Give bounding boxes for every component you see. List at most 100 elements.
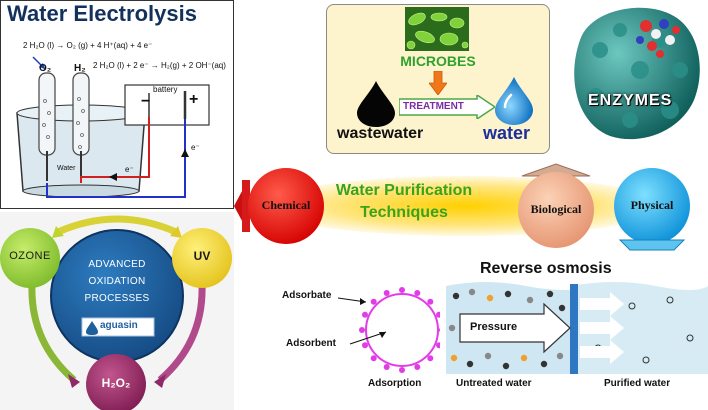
contaminant-particle bbox=[452, 292, 460, 300]
blue-wire bbox=[46, 119, 186, 198]
oxidation-equation: 2 H₂O (l) → O₂ (g) + 4 H⁺(aq) + 4 e⁻ bbox=[23, 41, 153, 50]
contaminant-particle bbox=[450, 354, 458, 362]
battery-box bbox=[124, 84, 210, 126]
reverse-osmosis-title: Reverse osmosis bbox=[480, 260, 612, 277]
ro-membrane bbox=[570, 284, 578, 374]
aop-panel: OZONE UV H₂O₂ ADVANCED OXIDATION PROCESS… bbox=[0, 212, 234, 410]
contaminant-particle bbox=[520, 354, 528, 362]
purified-water-label: Purified water bbox=[604, 378, 671, 389]
contaminant-particle bbox=[468, 288, 476, 296]
wastewater-label: wastewater bbox=[337, 125, 424, 142]
contaminant-particle bbox=[504, 290, 512, 298]
electron-label-right: e⁻ bbox=[191, 143, 200, 152]
aop-cycle-diagram bbox=[0, 215, 232, 410]
contaminant-particle bbox=[466, 360, 474, 368]
adsorbate-dot bbox=[383, 364, 390, 370]
reverse-osmosis-diagram bbox=[446, 282, 708, 374]
aop-line1: ADVANCED bbox=[88, 259, 146, 270]
adsorbate-dot bbox=[436, 311, 440, 318]
battery-label: battery bbox=[153, 85, 178, 94]
adsorbate-molecules bbox=[359, 287, 440, 373]
h2o2-node bbox=[86, 354, 146, 410]
enzyme-molecule-image bbox=[574, 7, 700, 140]
contaminant-particles bbox=[448, 288, 566, 370]
uv-node bbox=[172, 228, 232, 288]
contaminant-particle bbox=[558, 304, 566, 312]
treatment-arrow-icon bbox=[399, 95, 495, 119]
gas-bubbles bbox=[42, 97, 85, 149]
biological-treatment-panel: MICROBES TREATMENT wastewater water bbox=[326, 4, 550, 154]
electrolysis-panel: Water Electrolysis 2 H₂O (l) → O₂ (g) + … bbox=[0, 0, 234, 209]
ozone-node bbox=[0, 228, 60, 288]
contaminant-particle bbox=[556, 352, 564, 360]
physical-label: Physical bbox=[630, 198, 674, 212]
aop-line2: OXIDATION bbox=[88, 276, 146, 287]
adsorbate-dot bbox=[362, 342, 368, 349]
adsorption-caption: Adsorption bbox=[368, 378, 422, 389]
adsorbate-dot bbox=[436, 342, 440, 349]
electrolysis-title: Water Electrolysis bbox=[7, 1, 197, 26]
reduction-equation: 2 H₂O (l) + 2 e⁻ → H₂(g) + 2 OH⁻(aq) bbox=[93, 61, 226, 70]
adsorbate-dot bbox=[383, 290, 390, 296]
physical-ball bbox=[614, 168, 690, 244]
flow-arrows bbox=[580, 292, 624, 364]
arrow-uv-h2o2 bbox=[157, 283, 206, 383]
contaminant-particle bbox=[526, 296, 534, 304]
techniques-band bbox=[234, 163, 690, 251]
adsorbate-dot bbox=[399, 287, 405, 293]
adsorbate-dot bbox=[439, 327, 440, 333]
beaker-base bbox=[22, 184, 140, 198]
ligand-highlight bbox=[636, 19, 680, 58]
untreated-water-label: Untreated water bbox=[456, 378, 532, 389]
aop-line3: PROCESSES bbox=[84, 293, 150, 304]
adsorbent-label: Adsorbent bbox=[286, 338, 336, 349]
aguasin-drop-icon bbox=[86, 321, 98, 335]
microbes-label: MICROBES bbox=[400, 53, 476, 69]
contaminant-particle bbox=[546, 290, 554, 298]
physical-pointer bbox=[618, 239, 686, 251]
contaminant-particle bbox=[502, 362, 510, 370]
h2o2-label: H₂O₂ bbox=[101, 376, 131, 390]
biological-label: Biological bbox=[530, 202, 582, 216]
pressure-label: Pressure bbox=[470, 321, 518, 333]
chemical-ball bbox=[248, 168, 324, 244]
o2-label: O₂ bbox=[39, 63, 52, 74]
water-output-label: water bbox=[483, 123, 531, 143]
clean-water-drop-icon bbox=[495, 77, 533, 125]
aguasin-brand: aguasin bbox=[100, 320, 138, 331]
uv-label: UV bbox=[193, 249, 211, 263]
techniques-title-line1: Water Purification bbox=[335, 182, 473, 199]
down-arrow-icon bbox=[429, 71, 447, 95]
enzymes-panel: ENZYMES bbox=[560, 0, 708, 150]
adsorbate-dot bbox=[427, 298, 434, 305]
arrow-ozone-uv bbox=[56, 215, 178, 236]
wastewater-drop-icon bbox=[357, 81, 395, 127]
electron-arrow-up bbox=[181, 149, 189, 157]
water-label: Water bbox=[57, 165, 76, 172]
adsorbate-dot bbox=[370, 355, 377, 362]
adsorbate-dot bbox=[359, 327, 365, 333]
adsorbate-dot bbox=[370, 298, 377, 305]
brand-badge bbox=[81, 317, 155, 337]
electrolysis-diagram bbox=[16, 56, 210, 198]
electron-label-left: e⁻ bbox=[125, 165, 134, 174]
contaminant-particle bbox=[486, 294, 494, 302]
adsorbate-label: Adsorbate bbox=[282, 290, 332, 301]
aop-title: ADVANCED OXIDATION PROCESSES bbox=[67, 256, 167, 307]
contaminant-particle bbox=[540, 360, 548, 368]
treatment-label: TREATMENT bbox=[403, 101, 464, 112]
h2-tube bbox=[72, 72, 90, 156]
techniques-title: Water Purification Techniques bbox=[330, 180, 478, 224]
arrow-ozone-h2o2 bbox=[28, 283, 77, 383]
chemical-pointer-base bbox=[242, 180, 250, 232]
chemical-label: Chemical bbox=[261, 198, 311, 212]
battery-minus: − bbox=[141, 93, 151, 110]
techniques-title-line2: Techniques bbox=[360, 204, 448, 221]
h2-label: H₂ bbox=[74, 63, 86, 74]
microbes-image bbox=[405, 7, 469, 51]
ozone-label: OZONE bbox=[9, 250, 51, 262]
contaminant-particle bbox=[484, 352, 492, 360]
pointer-arrowhead bbox=[39, 63, 45, 69]
adsorbate-dot bbox=[362, 311, 368, 318]
enzymes-label: ENZYMES bbox=[588, 92, 673, 109]
